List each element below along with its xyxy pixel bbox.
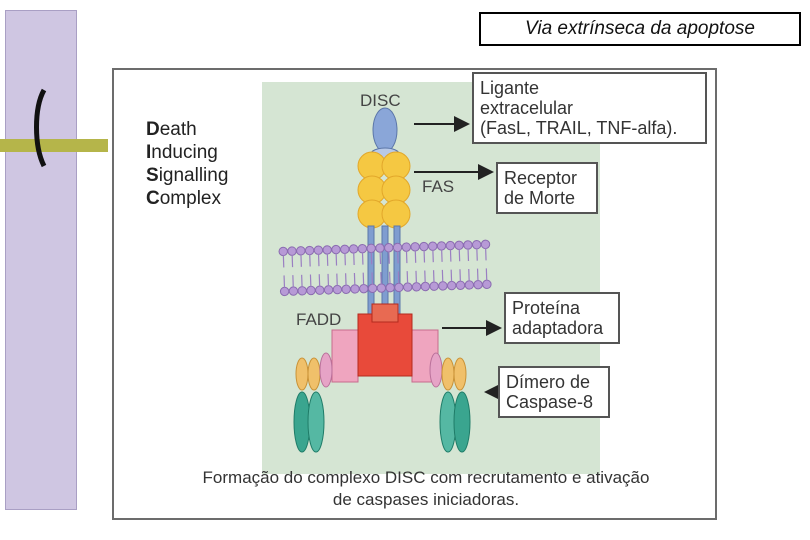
caspase-callout: Dímero de Caspase-8 bbox=[498, 366, 610, 418]
lipid-head bbox=[297, 286, 307, 296]
lipid-head bbox=[367, 283, 378, 294]
ligand-callout: Ligante extracelular (FasL, TRAIL, TNF-a… bbox=[472, 72, 707, 144]
lipid-head bbox=[296, 246, 306, 256]
receptor-trimer bbox=[357, 151, 411, 229]
lipid-head bbox=[288, 286, 299, 296]
lipid-head bbox=[279, 286, 290, 297]
acronym-line: Death bbox=[146, 119, 197, 140]
lipid-head bbox=[366, 243, 376, 254]
lipid-head bbox=[313, 245, 324, 255]
ligand-shape bbox=[372, 107, 398, 153]
decorative-olive-bar bbox=[0, 139, 108, 152]
lipid-head bbox=[341, 284, 351, 294]
lipid-head bbox=[359, 283, 369, 294]
lipid-head bbox=[322, 245, 332, 255]
lipid-head bbox=[323, 285, 334, 295]
lipid-head bbox=[384, 243, 394, 253]
lipid-head bbox=[278, 246, 288, 257]
fadd-complex bbox=[331, 303, 439, 383]
lipid-head bbox=[287, 246, 297, 256]
lipid-head bbox=[376, 283, 387, 293]
lipid-head bbox=[306, 285, 316, 296]
lipid-head bbox=[304, 245, 315, 256]
receptor-stalks bbox=[367, 225, 401, 317]
bracket-icon bbox=[34, 88, 47, 168]
disc-label: DISC bbox=[360, 91, 401, 110]
lipid-head bbox=[348, 244, 359, 254]
slide-title: Via extrínseca da apoptose bbox=[479, 12, 801, 46]
acronym-line: Complex bbox=[146, 188, 221, 209]
receptor-callout: Receptor de Morte bbox=[496, 162, 598, 214]
lipid-head bbox=[385, 283, 395, 293]
disc-acronym: Death Inducing Signalling Complex bbox=[146, 118, 228, 210]
disc-complex-diagram: DISC FAS FADD bbox=[278, 91, 492, 453]
acronym-line: Inducing bbox=[146, 142, 218, 163]
figure-caption: Formação do complexo DISC com recrutamen… bbox=[202, 468, 650, 509]
lipid-head bbox=[332, 284, 343, 295]
lipid-head bbox=[350, 284, 360, 294]
lipid-head bbox=[375, 243, 385, 253]
acronym-line: Signalling bbox=[146, 165, 229, 186]
adapter-callout: Proteína adaptadora bbox=[504, 292, 620, 344]
caspase-8-right bbox=[429, 352, 471, 453]
caspase-8-left bbox=[293, 352, 333, 453]
fadd-label: FADD bbox=[296, 310, 341, 329]
lipid-head bbox=[315, 285, 325, 295]
decorative-purple-bar bbox=[5, 10, 77, 510]
fas-label: FAS bbox=[422, 177, 454, 196]
cell-membrane bbox=[278, 239, 492, 297]
lipid-head bbox=[331, 244, 341, 255]
lipid-head bbox=[340, 244, 350, 254]
lipid-head bbox=[357, 243, 368, 254]
callout-arrows bbox=[414, 116, 502, 400]
